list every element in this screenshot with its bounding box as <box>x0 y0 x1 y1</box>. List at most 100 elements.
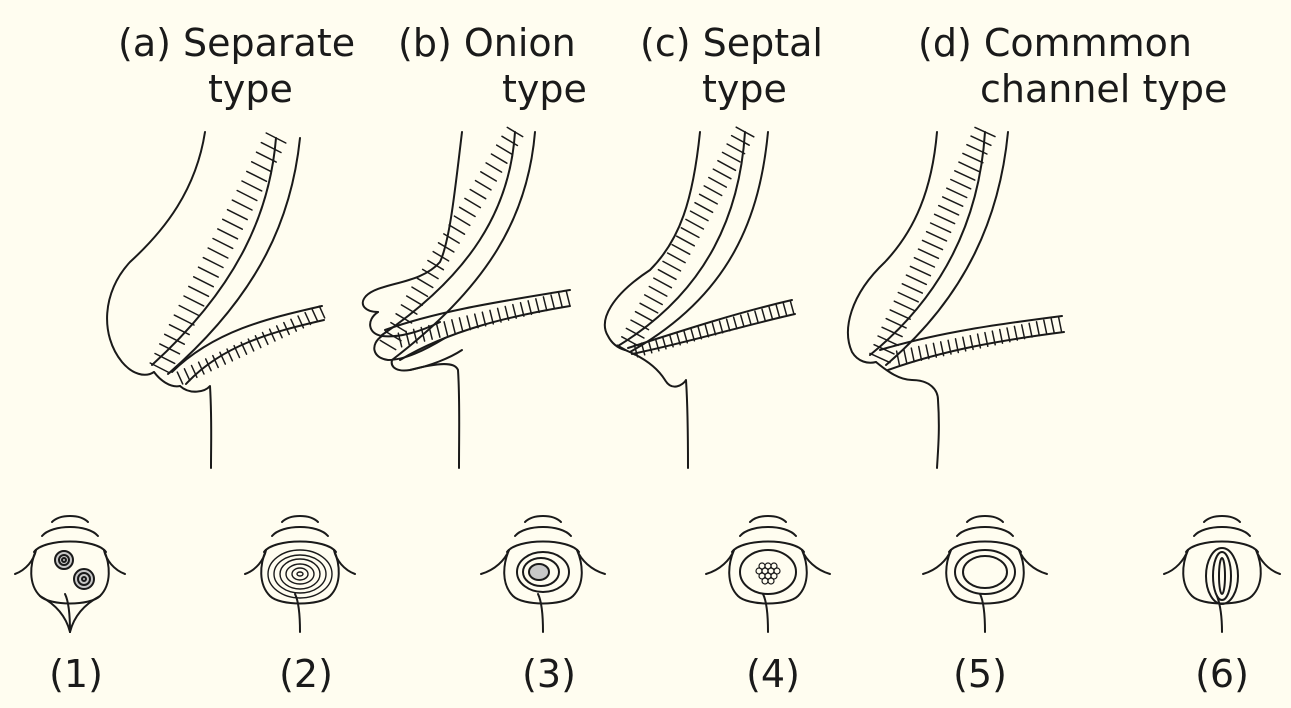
label-1: (1) <box>26 652 126 696</box>
hatch-stroke <box>223 219 243 229</box>
hatch-stroke <box>931 223 951 232</box>
hatch-stroke <box>475 314 478 328</box>
hatch-stroke <box>218 229 238 239</box>
hatch-stroke <box>727 319 730 331</box>
hatch-stroke <box>640 303 658 313</box>
hatch-stroke <box>1051 319 1054 333</box>
hatch-stroke <box>681 228 699 238</box>
hatch-stroke <box>189 286 209 296</box>
hatch-stroke <box>636 312 654 322</box>
duodenal-wall-lower <box>180 386 211 468</box>
hatch-stroke <box>672 245 690 255</box>
papilla-view-5 <box>923 516 1047 632</box>
hatch-stroke <box>208 248 228 258</box>
hatch-stroke <box>631 320 649 330</box>
hatch-stroke <box>677 236 695 246</box>
hatch-stroke <box>497 145 512 154</box>
pancreatic-duct-wall-top <box>172 306 322 372</box>
hatch-stroke <box>649 287 667 297</box>
papilla-view-2 <box>245 516 355 632</box>
bile-duct-wall-right <box>886 132 1008 365</box>
hatch-stroke <box>476 181 492 190</box>
pancreatic-duct-wall-bottom <box>186 320 324 384</box>
papilla-view-3 <box>481 516 605 632</box>
hatch-stroke <box>199 267 219 277</box>
hatch-stroke <box>939 206 959 215</box>
hatch-stroke <box>486 163 502 172</box>
hatch-stroke <box>252 162 272 172</box>
duodenal-wall-lower <box>410 364 459 468</box>
label-5: (5) <box>930 652 1030 696</box>
hatch-stroke <box>232 200 252 210</box>
pancreatic-duct-hatching <box>398 291 569 347</box>
hatch-stroke <box>179 306 199 316</box>
hatch-stroke <box>177 372 182 384</box>
label-6: (6) <box>1172 652 1272 696</box>
hatch-stroke <box>951 180 971 189</box>
hatch-stroke <box>543 297 546 311</box>
hatch-stroke <box>184 296 204 306</box>
hatch-stroke <box>911 348 914 362</box>
hatch-stroke <box>686 219 704 229</box>
onion-orifice <box>268 550 332 598</box>
papilla-view-4 <box>706 516 830 632</box>
hatch-stroke <box>959 162 979 171</box>
hatch-stroke <box>566 291 569 305</box>
hatch-stroke <box>705 325 708 337</box>
hatch-stroke <box>776 305 779 317</box>
hatch-stroke <box>536 299 539 313</box>
hatch-stroke <box>1037 322 1040 336</box>
hatch-stroke <box>943 197 963 206</box>
hatch-stroke <box>762 309 765 321</box>
hatch-stroke <box>700 194 718 204</box>
hatch-stroke <box>465 198 481 207</box>
bile-duct-orifice <box>55 551 73 569</box>
hatch-stroke <box>459 318 462 332</box>
hatch-stroke <box>213 239 233 249</box>
hatch-stroke <box>160 344 180 354</box>
hatch-stroke <box>890 310 910 319</box>
hatch-stroke <box>184 369 189 381</box>
hatch-stroke <box>481 172 497 181</box>
hatch-stroke <box>695 203 713 213</box>
hatch-stroke <box>452 320 455 334</box>
hatch-stroke <box>783 303 786 315</box>
swirl-orifice <box>517 552 569 592</box>
hatch-stroke <box>878 336 898 345</box>
bile-duct-wall-right <box>168 138 300 374</box>
hatch-stroke <box>1022 325 1025 339</box>
label-4: (4) <box>723 652 823 696</box>
hatch-stroke <box>755 311 758 323</box>
hatch-stroke <box>727 144 745 154</box>
hatch-stroke <box>870 353 890 362</box>
hatch-stroke <box>914 258 934 267</box>
hatch-stroke <box>935 214 955 223</box>
pancreatic-duct-wall-top <box>628 300 792 348</box>
sagittal-separate-type <box>107 132 325 468</box>
hatch-stroke <box>247 171 267 181</box>
hatch-stroke <box>894 301 914 310</box>
bile-duct-hatching <box>150 133 286 373</box>
hatch-stroke <box>645 295 663 305</box>
hatch-stroke <box>417 278 433 287</box>
hatch-stroke <box>718 161 736 171</box>
hatch-stroke <box>734 317 737 329</box>
label-3: (3) <box>499 652 599 696</box>
hatch-stroke <box>723 152 741 162</box>
hatch-stroke <box>691 211 709 221</box>
hatch-stroke <box>551 295 554 309</box>
hatch-stroke <box>319 306 324 318</box>
hatch-stroke <box>1044 320 1047 334</box>
hatch-stroke <box>559 293 562 307</box>
hatch-stroke <box>898 293 918 302</box>
hatch-stroke <box>1059 317 1062 331</box>
papilla-view-6 <box>1164 516 1280 632</box>
sagittal-septal-type <box>605 127 795 468</box>
sagittal-onion-type <box>363 127 570 468</box>
hatch-stroke <box>906 275 926 284</box>
duodenal-wall-lower <box>876 362 939 468</box>
septal-orifice-mesh <box>756 563 780 584</box>
hatch-stroke <box>654 278 672 288</box>
